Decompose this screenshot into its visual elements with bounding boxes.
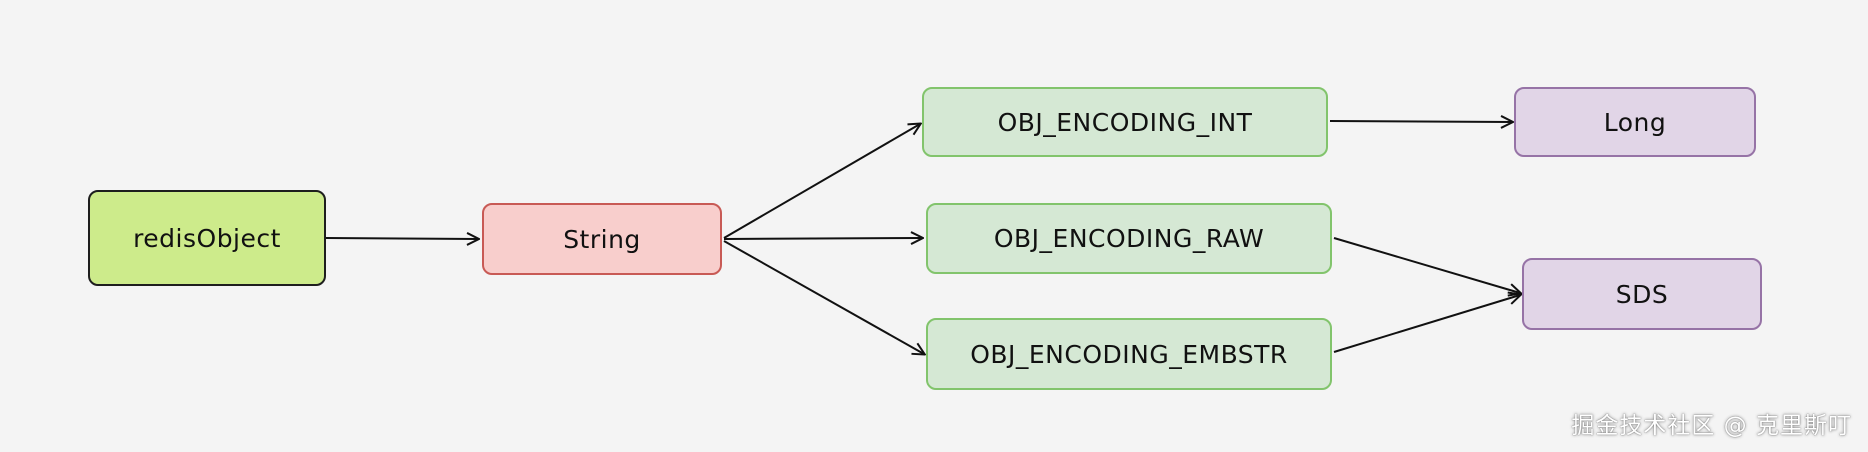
edge-string-to-int <box>723 124 920 239</box>
edge-int-to-long <box>1329 121 1512 122</box>
edge-redisobject-to-string <box>325 238 478 239</box>
node-redisobject: redisObject <box>88 190 326 286</box>
node-sds: SDS <box>1522 258 1762 330</box>
edge-raw-to-sds <box>1333 237 1520 293</box>
node-obj-encoding-embstr: OBJ_ENCODING_EMBSTR <box>926 318 1332 390</box>
node-obj-encoding-raw: OBJ_ENCODING_RAW <box>926 203 1332 274</box>
node-obj-encoding-embstr-label: OBJ_ENCODING_EMBSTR <box>970 339 1288 369</box>
node-long-label: Long <box>1603 107 1667 137</box>
edge-string-to-embstr <box>723 240 924 354</box>
edge-string-to-raw <box>723 238 922 239</box>
node-obj-encoding-raw-label: OBJ_ENCODING_RAW <box>993 224 1265 253</box>
edge-embstr-to-sds <box>1333 295 1520 353</box>
node-redisobject-label: redisObject <box>133 223 281 253</box>
node-string-label: String <box>563 224 641 254</box>
node-long: Long <box>1514 87 1756 157</box>
node-sds-label: SDS <box>1615 279 1669 309</box>
node-obj-encoding-int: OBJ_ENCODING_INT <box>922 87 1328 157</box>
node-obj-encoding-int-label: OBJ_ENCODING_INT <box>997 107 1253 137</box>
node-string: String <box>482 203 722 275</box>
watermark-text: 掘金技术社区 @ 克里斯叮 <box>1571 413 1852 439</box>
